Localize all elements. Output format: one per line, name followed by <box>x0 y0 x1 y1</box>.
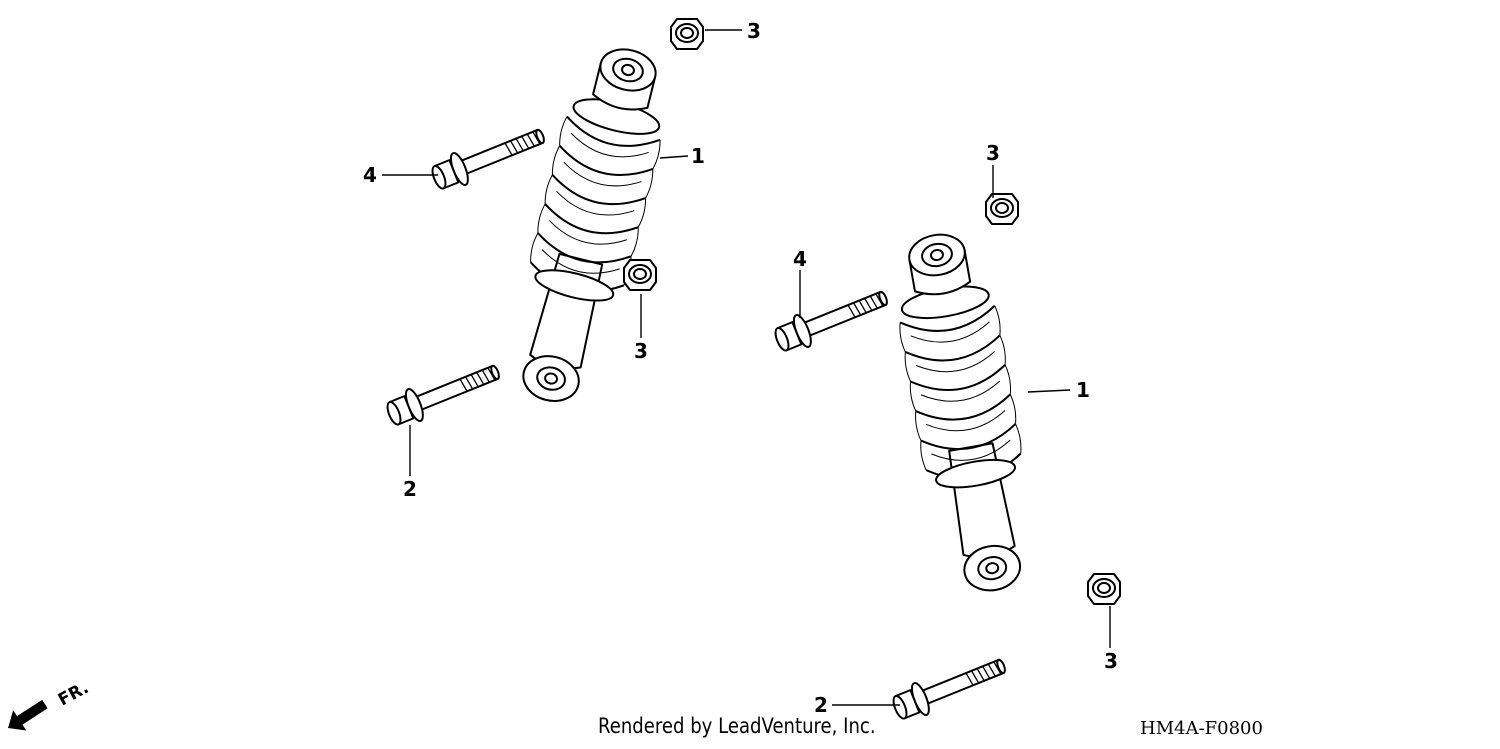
right-lower-bolt <box>888 648 1012 726</box>
left-top-nut <box>670 18 704 50</box>
front-direction-label: FR. <box>55 678 92 710</box>
right-bottom-nut <box>1087 573 1121 605</box>
callout-1-right: 1 <box>1076 378 1090 402</box>
credit-text: Rendered by LeadVenture, Inc. <box>598 714 876 738</box>
left-upper-bolt <box>427 118 551 196</box>
callout-4-right: 4 <box>793 247 807 271</box>
callout-4-left: 4 <box>363 163 377 187</box>
diagram-code: HM4A-F0800 <box>1140 718 1263 739</box>
left-mid-nut <box>623 259 657 291</box>
callout-1-left: 1 <box>691 144 705 168</box>
left-shock-absorber <box>496 37 683 413</box>
callout-2-left: 2 <box>403 477 417 501</box>
front-arrow-icon <box>8 699 48 731</box>
callout-3-right-top: 3 <box>986 141 1000 165</box>
right-top-nut <box>985 193 1019 225</box>
right-shock-absorber <box>883 225 1047 600</box>
callout-2-right: 2 <box>814 693 828 717</box>
callout-3-left-top: 3 <box>747 19 761 43</box>
left-lower-bolt <box>382 354 506 432</box>
callout-3-left-mid: 3 <box>634 339 648 363</box>
right-upper-bolt <box>770 280 894 358</box>
callout-3-right-bottom: 3 <box>1104 649 1118 673</box>
